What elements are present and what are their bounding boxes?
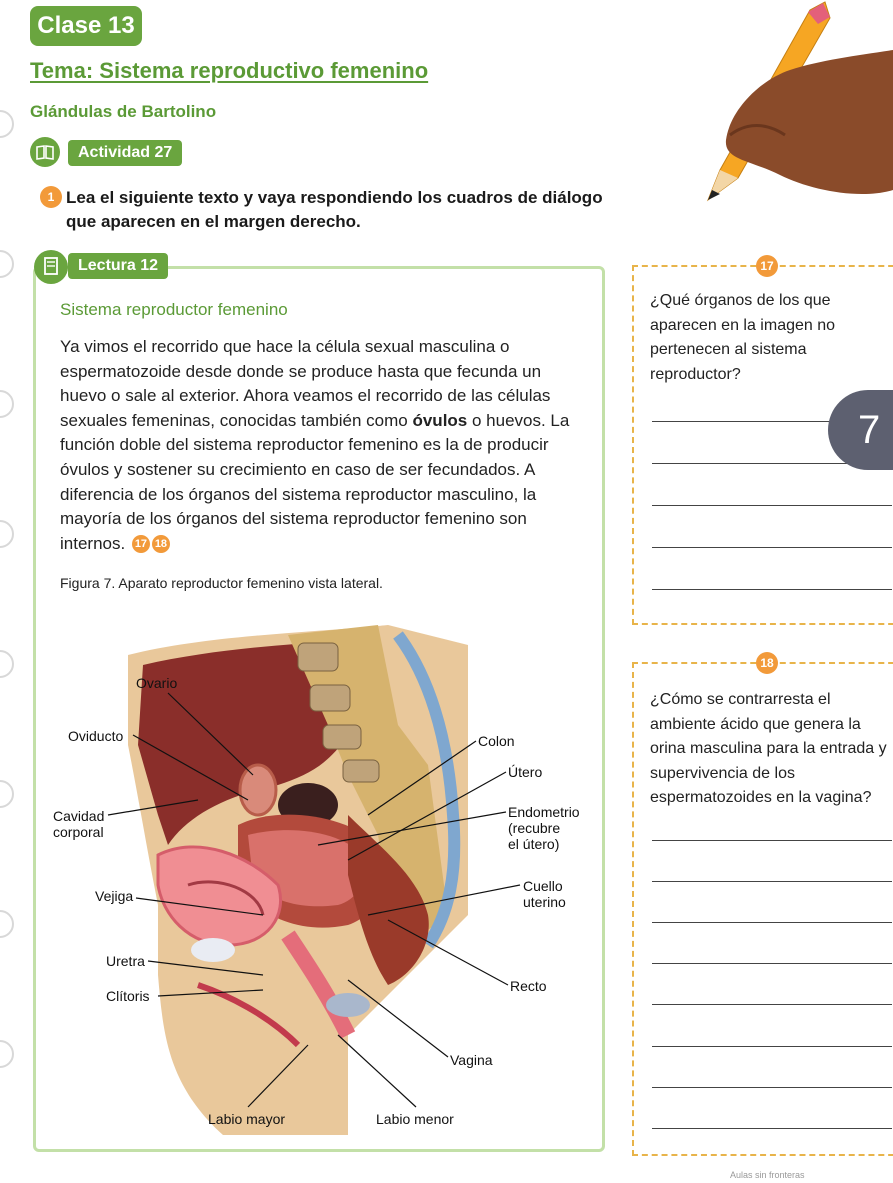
question-text: ¿Cómo se contrarresta el ambiente ácido … [650, 691, 887, 806]
answer-line[interactable] [652, 589, 892, 590]
label-labio-menor: Labio menor [376, 1111, 454, 1127]
binding-ring [0, 250, 14, 278]
book-icon [30, 137, 60, 167]
answer-line[interactable] [652, 881, 892, 882]
label-recto: Recto [510, 978, 547, 994]
binding-ring [0, 110, 14, 138]
label-endometrio: Endometrio (recubre el útero) [508, 804, 580, 852]
activity-badge: Actividad 27 [68, 140, 183, 166]
binding-ring [0, 520, 14, 548]
paragraph-text: o huevos. La función doble del sistema r… [60, 410, 570, 553]
label-cavidad-corporal: Cavidad corporal [53, 808, 105, 840]
label-vagina: Vagina [450, 1052, 493, 1068]
answer-line[interactable] [652, 922, 892, 923]
subtopic-title: Glándulas de Bartolino [30, 102, 217, 121]
paragraph-bold-term: óvulos [412, 410, 468, 430]
label-labio-mayor: Labio mayor [208, 1111, 286, 1127]
binding-ring [0, 780, 14, 808]
binding-ring [0, 650, 14, 678]
anatomy-figure: Ovario Oviducto Cavidad corporal Vejiga … [48, 615, 593, 1135]
footer-brand: Aulas sin fronteras [730, 1170, 805, 1180]
reference-badge: 18 [151, 535, 170, 554]
hand-pencil-illustration [706, 1, 893, 202]
answer-line[interactable] [652, 840, 892, 841]
label-uretra: Uretra [106, 953, 145, 969]
class-badge: Clase 13 [30, 6, 142, 46]
answer-line[interactable] [652, 1046, 892, 1047]
page-number-tab: 7 [828, 390, 893, 470]
label-oviducto: Oviducto [68, 728, 124, 744]
answer-line[interactable] [652, 421, 892, 422]
answer-line[interactable] [652, 1087, 892, 1088]
label-vejiga: Vejiga [95, 888, 134, 904]
reading-badge: Lectura 12 [68, 253, 169, 279]
reading-paragraph: Ya vimos el recorrido que hace la célula… [60, 335, 580, 556]
label-utero: Útero [508, 764, 543, 780]
reading-title: Sistema reproductor femenino [60, 300, 288, 319]
label-ovario: Ovario [136, 675, 178, 691]
question-number: 17 [756, 255, 778, 277]
label-colon: Colon [478, 733, 515, 749]
answer-line[interactable] [652, 505, 892, 506]
figure-caption: Figura 7. Aparato reproductor femenino v… [60, 575, 383, 591]
instruction-number: 1 [40, 186, 62, 208]
paragraph-text: Ya vimos el recorrido que hace la célula… [60, 337, 551, 430]
answer-line[interactable] [652, 547, 892, 548]
label-cuello-uterino: Cuello uterino [523, 878, 566, 910]
label-clitoris: Clítoris [106, 988, 150, 1004]
anatomy-illustration [128, 625, 468, 1135]
answer-line[interactable] [652, 463, 892, 464]
reference-badge: 17 [131, 535, 150, 554]
binding-ring [0, 390, 14, 418]
question-text: ¿Qué órganos de los que aparecen en la i… [650, 292, 836, 383]
document-icon [34, 250, 68, 284]
question-box-18: 18 ¿Cómo se contrarresta el ambiente áci… [632, 652, 893, 1156]
binding-ring [0, 1040, 14, 1068]
instruction-text: Lea el siguiente texto y vaya respondien… [66, 188, 603, 231]
binding-ring [0, 910, 14, 938]
question-number: 18 [756, 652, 778, 674]
answer-line[interactable] [652, 1004, 892, 1005]
answer-line[interactable] [652, 1128, 892, 1129]
question-box-17: 17 ¿Qué órganos de los que aparecen en l… [632, 255, 893, 625]
topic-title: Tema: Sistema reproductivo femenino [30, 58, 429, 83]
answer-line[interactable] [652, 963, 892, 964]
